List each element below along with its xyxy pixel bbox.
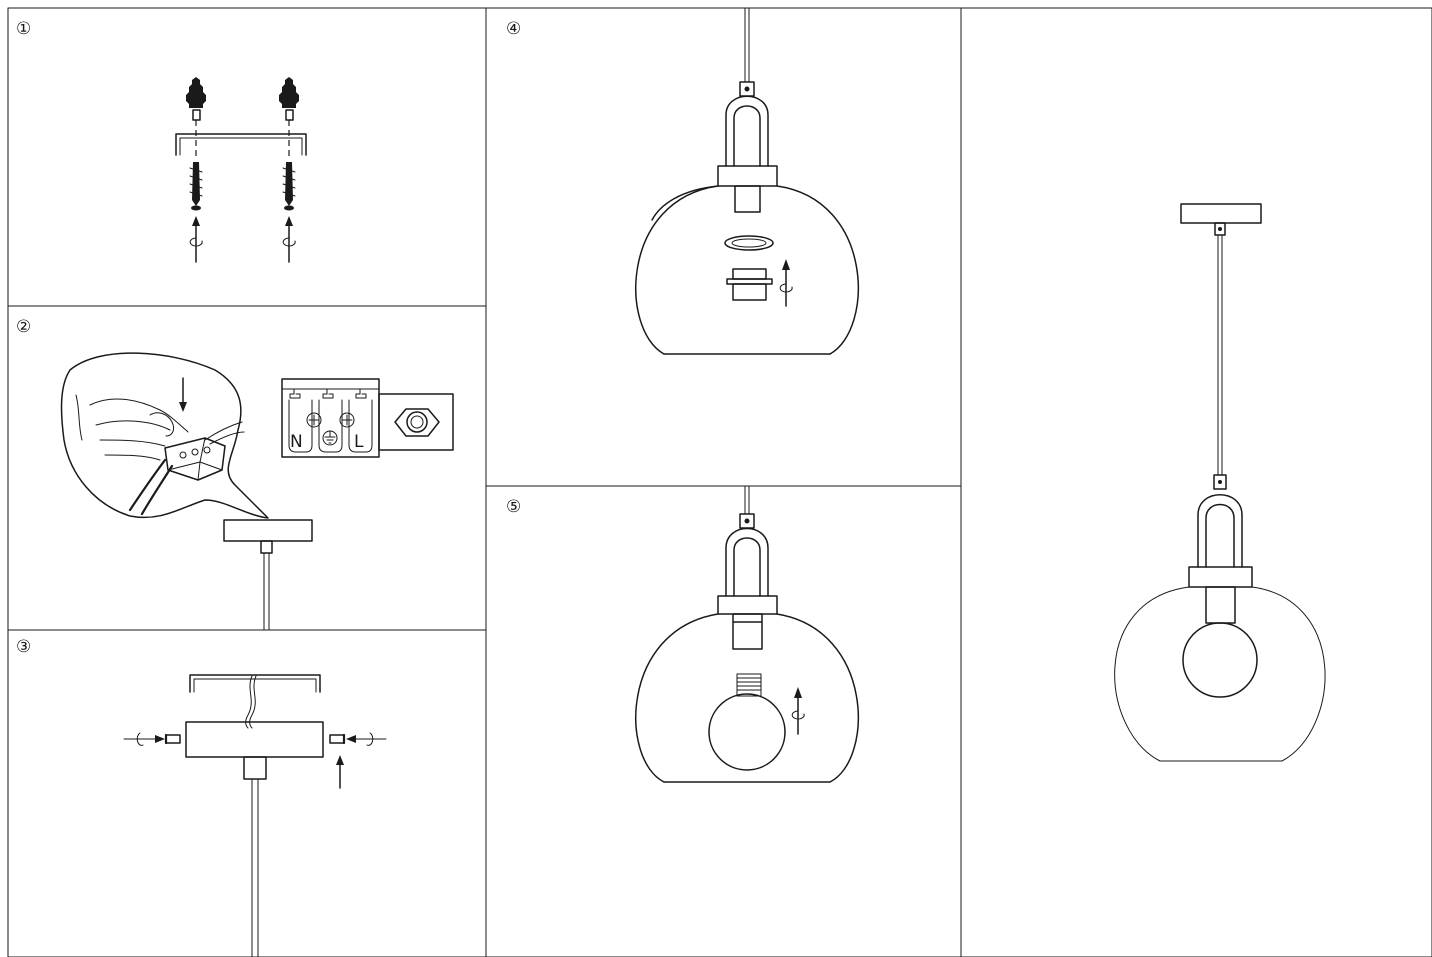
screw-icon xyxy=(123,732,181,746)
light-bulb-icon xyxy=(708,673,786,771)
live-label: L xyxy=(354,432,364,452)
push-arrow-icon xyxy=(336,755,344,789)
ceiling-canopy xyxy=(223,519,313,542)
wall-plug-icon xyxy=(279,77,299,121)
panel-grid xyxy=(7,7,1432,957)
screw-icon xyxy=(189,162,203,211)
step-4-marker: ④ xyxy=(506,19,521,39)
step-2-marker: ② xyxy=(16,317,31,337)
neutral-label: N xyxy=(290,432,303,452)
step-1-marker: ① xyxy=(16,19,31,39)
light-bulb-icon xyxy=(1182,622,1258,698)
earth-ground-icon xyxy=(322,430,338,446)
wall-plug-icon xyxy=(186,77,206,121)
assembled-pendant-lamp xyxy=(1114,203,1326,762)
step-1-bracket-mounting xyxy=(175,77,307,263)
step-3-canopy-fixing xyxy=(123,674,387,957)
rotate-arrow-icon xyxy=(779,259,793,307)
screw-icon xyxy=(282,162,296,211)
magnified-detail xyxy=(60,352,269,519)
rotate-arrow-icon xyxy=(282,216,296,263)
canopy-cover xyxy=(185,721,324,758)
screw-icon xyxy=(329,732,387,746)
nut-icon xyxy=(378,393,454,451)
lamp-holder-icon xyxy=(726,268,773,301)
rotate-arrow-icon xyxy=(791,687,805,735)
mounting-bracket xyxy=(175,133,307,156)
step-4-glass-fitting xyxy=(635,7,860,355)
step-5-bulb-fitting xyxy=(635,485,860,783)
hand-icon xyxy=(75,394,189,461)
step-3-marker: ③ xyxy=(16,637,31,657)
glass-globe-icon xyxy=(635,185,860,355)
ceiling-canopy xyxy=(1180,203,1262,224)
step-2-wiring: N L xyxy=(60,352,454,631)
step-5-marker: ⑤ xyxy=(506,497,521,517)
rotate-arrow-icon xyxy=(189,216,203,263)
glass-globe-icon xyxy=(1114,586,1326,762)
terminal-block: N L xyxy=(281,378,380,458)
glass-globe-icon xyxy=(635,613,860,783)
